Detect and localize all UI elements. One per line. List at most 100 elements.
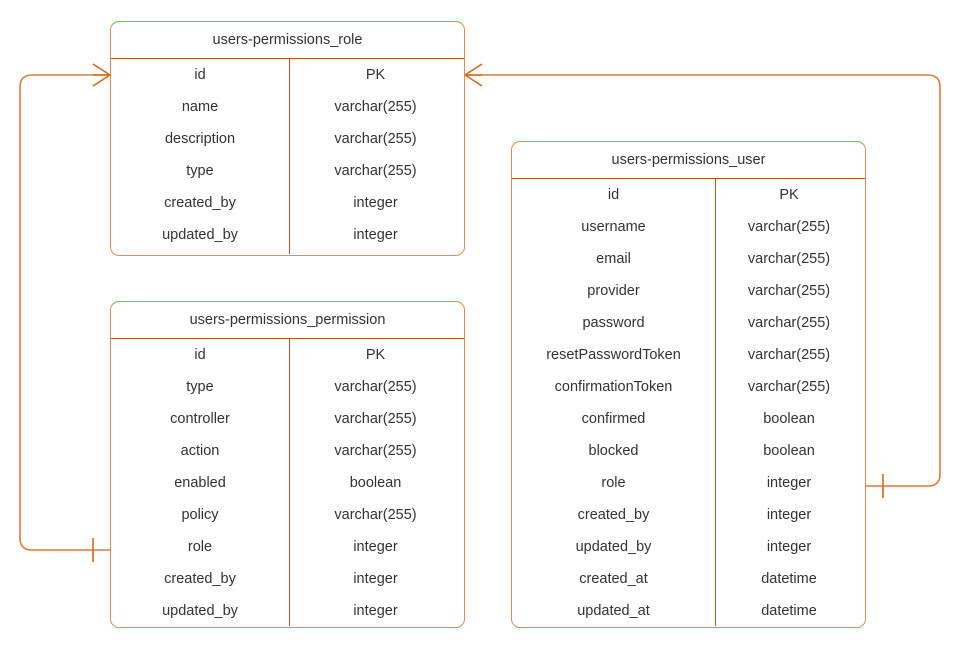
field-type: varchar(255) [334, 443, 417, 459]
table-row[interactable]: username varchar(255) [512, 211, 865, 243]
table-row[interactable]: controller varchar(255) [111, 403, 464, 435]
table-row[interactable]: updated_by integer [111, 595, 464, 627]
entity-title-role: users-permissions_role [111, 22, 464, 59]
field-name: email [596, 251, 631, 267]
entity-title-permission: users-permissions_permission [111, 302, 464, 339]
field-name: password [582, 315, 645, 331]
field-name: created_at [579, 571, 648, 587]
table-row[interactable]: created_by integer [111, 187, 464, 219]
field-name: created_by [577, 507, 650, 523]
table-row[interactable]: updated_by integer [111, 219, 464, 251]
cardinality-many-marker [92, 63, 111, 76]
field-type: integer [353, 539, 398, 555]
table-row[interactable]: enabled boolean [111, 467, 464, 499]
field-name: blocked [588, 443, 639, 459]
connector-line [19, 74, 110, 551]
table-row[interactable]: updated_at datetime [512, 595, 865, 627]
field-name: updated_by [162, 603, 238, 619]
table-row[interactable]: role integer [512, 467, 865, 499]
field-name: created_by [164, 195, 236, 211]
field-name: enabled [174, 475, 226, 491]
field-type: varchar(255) [334, 411, 417, 427]
field-type: integer [353, 227, 398, 243]
field-name: updated_at [577, 603, 650, 619]
field-name: id [194, 67, 206, 83]
field-type: varchar(255) [747, 283, 831, 299]
relationship-permission-role [19, 63, 111, 562]
field-type: datetime [761, 571, 817, 587]
table-row[interactable]: updated_by integer [512, 531, 865, 563]
field-name: description [164, 131, 236, 147]
field-type: integer [353, 195, 398, 211]
cardinality-many-marker [464, 63, 483, 76]
field-name: role [187, 539, 213, 555]
field-name: role [601, 475, 626, 491]
table-row[interactable]: description varchar(255) [111, 123, 464, 155]
field-name: confirmationToken [554, 379, 673, 395]
table-row[interactable]: confirmed boolean [512, 403, 865, 435]
field-type: varchar(255) [747, 315, 831, 331]
column-divider [289, 339, 290, 626]
field-type: varchar(255) [334, 99, 417, 115]
column-divider [715, 179, 716, 626]
field-name: updated_by [575, 539, 652, 555]
field-type: integer [353, 603, 398, 619]
field-type: PK [365, 347, 386, 363]
entity-title-user: users-permissions_user [512, 142, 865, 179]
field-type: varchar(255) [747, 347, 831, 363]
field-type: boolean [763, 411, 815, 427]
table-row[interactable]: email varchar(255) [512, 243, 865, 275]
field-name: updated_by [162, 227, 238, 243]
field-type: PK [779, 187, 799, 203]
field-name: username [581, 219, 646, 235]
field-name: policy [181, 507, 219, 523]
table-row[interactable]: created_by integer [512, 499, 865, 531]
table-row[interactable]: policy varchar(255) [111, 499, 464, 531]
table-row[interactable]: provider varchar(255) [512, 275, 865, 307]
field-type: varchar(255) [334, 131, 417, 147]
field-name: id [607, 187, 620, 203]
field-type: PK [365, 67, 386, 83]
cardinality-many-marker [464, 74, 483, 87]
table-row[interactable]: resetPasswordToken varchar(255) [512, 339, 865, 371]
field-name: created_by [164, 571, 236, 587]
table-row[interactable]: id PK [512, 179, 865, 211]
table-row[interactable]: blocked boolean [512, 435, 865, 467]
field-name: controller [170, 411, 230, 427]
table-row[interactable]: id PK [111, 59, 464, 91]
field-type: varchar(255) [747, 219, 831, 235]
field-name: resetPasswordToken [546, 347, 681, 363]
field-name: action [180, 443, 220, 459]
field-type: varchar(255) [334, 163, 417, 179]
field-type: varchar(255) [747, 251, 831, 267]
field-type: boolean [763, 443, 815, 459]
field-name: type [186, 379, 214, 395]
table-row[interactable]: password varchar(255) [512, 307, 865, 339]
field-name: provider [587, 283, 640, 299]
field-type: boolean [349, 475, 402, 491]
column-divider [289, 59, 290, 254]
table-row[interactable]: created_at datetime [512, 563, 865, 595]
table-row[interactable]: id PK [111, 339, 464, 371]
field-name: confirmed [581, 411, 646, 427]
table-row[interactable]: role integer [111, 531, 464, 563]
field-type: varchar(255) [334, 507, 417, 523]
field-type: integer [766, 475, 812, 491]
field-type: integer [766, 507, 812, 523]
field-type: integer [766, 539, 812, 555]
table-row[interactable]: action varchar(255) [111, 435, 464, 467]
field-name: id [194, 347, 206, 363]
field-type: datetime [761, 603, 817, 619]
entity-fields-user: id PK username varchar(255) email varchar(255… [512, 179, 865, 626]
